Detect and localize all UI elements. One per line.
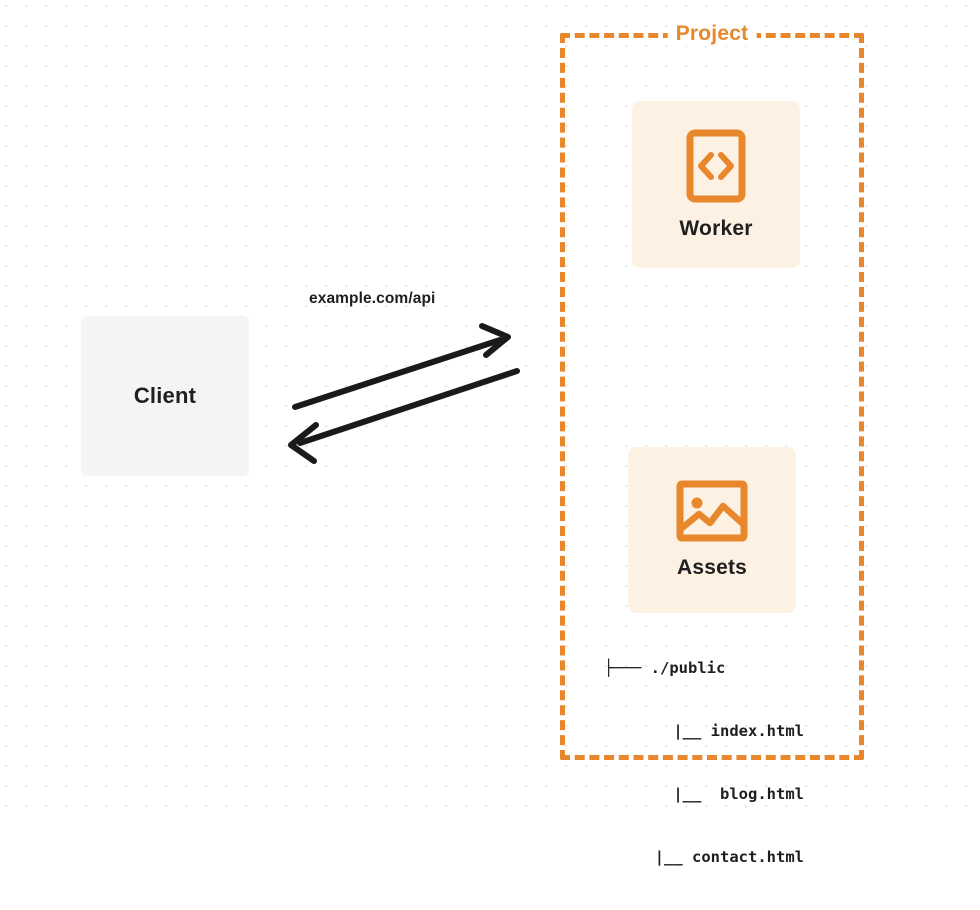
worker-card-label: Worker xyxy=(679,216,753,240)
project-container: Project xyxy=(560,22,864,760)
file-tree-row: ├─── ./public xyxy=(604,659,726,677)
project-title: Project xyxy=(667,22,757,46)
image-icon xyxy=(676,480,748,542)
request-arrow xyxy=(292,323,511,410)
connection-label: example.com/api xyxy=(309,290,436,307)
assets-card[interactable]: Assets xyxy=(628,447,796,613)
client-node-label: Client xyxy=(133,383,197,408)
client-node[interactable]: Client xyxy=(81,316,249,476)
file-tree: ├─── ./public |__ index.html |__ blog.ht… xyxy=(604,616,804,910)
code-brackets-icon xyxy=(686,129,746,203)
file-tree-row: |__ contact.html xyxy=(654,848,804,866)
response-arrow xyxy=(288,368,520,464)
diagram-canvas: Client example.com/api Project Worker xyxy=(0,0,980,866)
file-tree-row: |__ index.html xyxy=(636,722,804,740)
file-tree-row: |__ blog.html xyxy=(636,785,804,803)
assets-card-label: Assets xyxy=(676,556,748,579)
worker-card[interactable]: Worker xyxy=(632,101,800,268)
